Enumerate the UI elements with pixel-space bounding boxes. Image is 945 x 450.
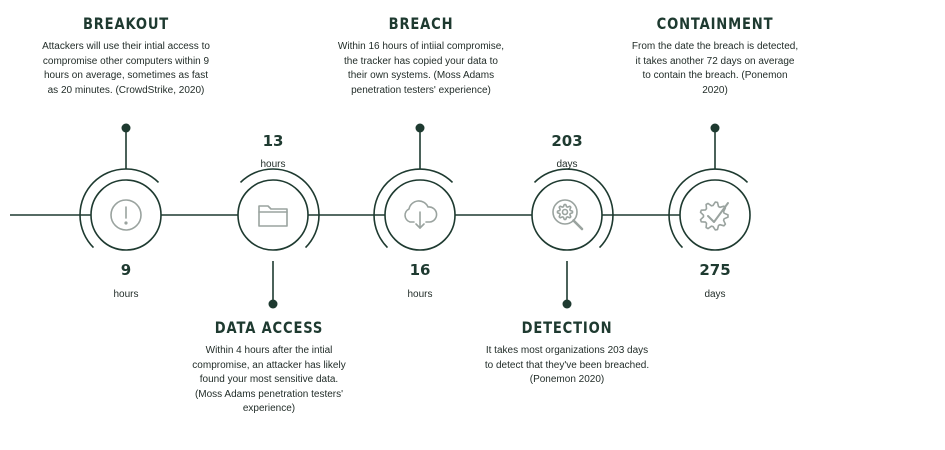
metric-value-data-access: 13	[262, 132, 284, 150]
metric-value-detection: 203	[551, 132, 583, 150]
gear-check-icon	[699, 201, 729, 231]
metric-unit-containment: days	[704, 289, 726, 300]
metric-value-breach: 16	[409, 261, 431, 279]
node-circle	[237, 179, 309, 251]
gear-search-icon	[552, 199, 584, 231]
stage-title-containment: CONTAINMENT	[656, 14, 774, 33]
stage-title-breach: BREACH	[388, 14, 454, 33]
node-dot	[268, 299, 278, 309]
stage-description-breach: Within 16 hours of intiial compromise, t…	[337, 41, 505, 96]
node-circle	[531, 179, 603, 251]
folder-icon	[258, 205, 288, 227]
stage-description-containment: From the date the breach is detected, it…	[631, 41, 799, 96]
stage-description-breakout: Attackers will use their intial access t…	[42, 41, 210, 96]
metric-unit-breach: hours	[407, 289, 433, 300]
stage-description-data-access: Within 4 hours after the intial compromi…	[192, 345, 346, 414]
stage-node-5	[668, 123, 751, 251]
stage-title-data-access: DATA ACCESS	[214, 318, 324, 337]
timeline-nodes	[79, 123, 751, 309]
node-dot	[562, 299, 572, 309]
node-outer-arc	[533, 168, 614, 249]
exclamation-circle-icon	[110, 199, 142, 231]
stage-title-detection: DETECTION	[521, 318, 613, 337]
node-dot	[121, 123, 131, 133]
node-dot	[415, 123, 425, 133]
cloud-download-icon	[404, 200, 438, 229]
node-circle	[679, 179, 751, 251]
stage-node-4	[531, 168, 614, 309]
node-outer-arc	[373, 168, 454, 249]
metric-value-containment: 275	[699, 261, 731, 279]
node-outer-arc	[239, 168, 320, 249]
stage-description-detection: It takes most organizations 203 days to …	[484, 345, 650, 385]
stage-node-1	[79, 123, 162, 251]
stage-title-breakout: BREAKOUT	[82, 14, 170, 33]
node-outer-arc	[668, 168, 749, 249]
stage-node-2	[237, 168, 320, 309]
metric-unit-breakout: hours	[113, 289, 139, 300]
metric-unit-data-access: hours	[260, 159, 286, 170]
metric-value-breakout: 9	[120, 261, 132, 279]
stage-node-3	[373, 123, 456, 251]
node-outer-arc	[79, 168, 160, 249]
metric-unit-detection: days	[556, 159, 578, 170]
node-dot	[710, 123, 720, 133]
